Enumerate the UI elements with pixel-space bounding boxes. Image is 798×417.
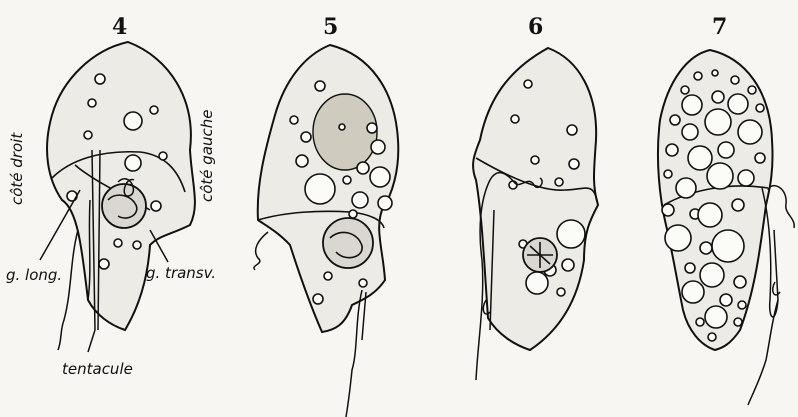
nucleus-mesh: [313, 94, 377, 170]
figure-5-cell: [254, 45, 398, 417]
figure-6-cell: [473, 48, 598, 380]
label-cote-droit: côté droit: [8, 132, 26, 205]
figure-number-6: 6: [528, 14, 543, 40]
figure-number-7: 7: [712, 14, 727, 40]
label-cote-gauche: côté gauche: [198, 109, 216, 202]
label-g-long: g. long.: [6, 266, 62, 284]
figure-number-4: 4: [112, 14, 127, 40]
label-tentacule: tentacule: [62, 360, 133, 378]
label-g-transv: g. transv.: [146, 264, 216, 282]
figure-7-cell: [658, 50, 794, 405]
figure-4-cell: [47, 42, 195, 350]
figure-number-5: 5: [323, 14, 338, 40]
nucleus: [323, 218, 373, 268]
